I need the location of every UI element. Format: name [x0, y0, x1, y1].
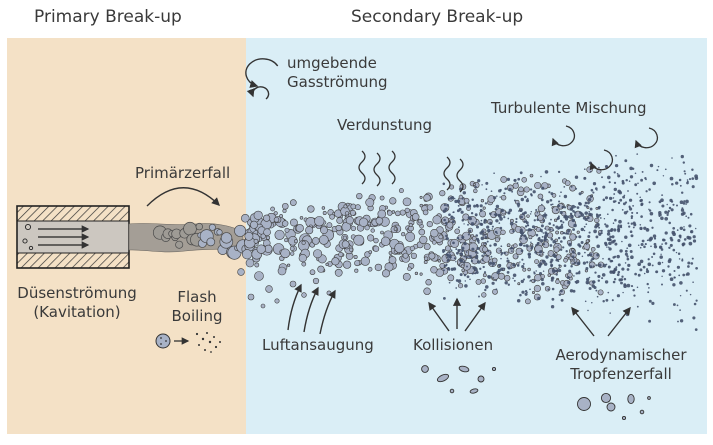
- evaporation-wave-icons: [358, 150, 464, 193]
- collisions-label: Kollisionen: [413, 336, 494, 354]
- nozzle: [16, 205, 130, 269]
- primary-breakup-droplets: [152, 221, 255, 260]
- collision-droplet-icons: [421, 365, 497, 394]
- aero-breakup-label-line2: Tropfenzerfall: [570, 365, 672, 383]
- gas-rotation-icon: [245, 58, 279, 100]
- evaporation-label: Verdunstung: [337, 116, 432, 134]
- primary-breakup-title: Primary Break-up: [34, 7, 182, 27]
- gas-flow-label-line2: Gasströmung: [287, 73, 388, 91]
- nozzle-wall-top: [17, 206, 129, 221]
- collision-arrow-icons: [428, 297, 486, 332]
- aero-breakup-label-line1: Aerodynamischer: [555, 346, 687, 364]
- secondary-breakup-title: Secondary Break-up: [351, 7, 524, 27]
- flash-boiling-icon: [155, 332, 221, 353]
- turbulence-swirl-icons: [551, 125, 658, 171]
- flash-boiling-label: Flash Boiling: [166, 288, 228, 326]
- flash-boiling-label-line2: Boiling: [171, 307, 223, 325]
- aero-droplet-icons: [577, 392, 651, 421]
- air-entrainment-label: Luftansaugung: [262, 336, 374, 354]
- gas-flow-label: umgebende Gasströmung: [287, 54, 388, 92]
- fine-mist: [442, 153, 699, 331]
- nozzle-flow-label-line2: (Kavitation): [33, 303, 121, 321]
- flash-boiling-mist-icon: [195, 332, 221, 353]
- primary-breakup-label: Primärzerfall: [135, 164, 231, 182]
- flash-boiling-label-line1: Flash: [177, 288, 217, 306]
- aero-breakup-arrow-icons: [571, 306, 631, 337]
- nozzle-wall-bottom: [17, 253, 129, 268]
- air-entrainment-arrow-icons: [287, 283, 336, 335]
- gas-flow-label-line1: umgebende: [287, 54, 377, 72]
- nozzle-flow-label-line1: Düsenströmung: [17, 284, 137, 302]
- nozzle-flow-label: Düsenströmung (Kavitation): [2, 284, 152, 322]
- aero-breakup-label: Aerodynamischer Tropfenzerfall: [544, 346, 698, 384]
- spray-droplets: [241, 166, 605, 305]
- nozzle-flow-arrow-icons: [38, 225, 90, 249]
- cavitation-bubble-icons: [22, 223, 34, 251]
- turbulent-mixing-label: Turbulente Mischung: [491, 99, 647, 117]
- primary-breakup-arrow-icon: [146, 187, 220, 207]
